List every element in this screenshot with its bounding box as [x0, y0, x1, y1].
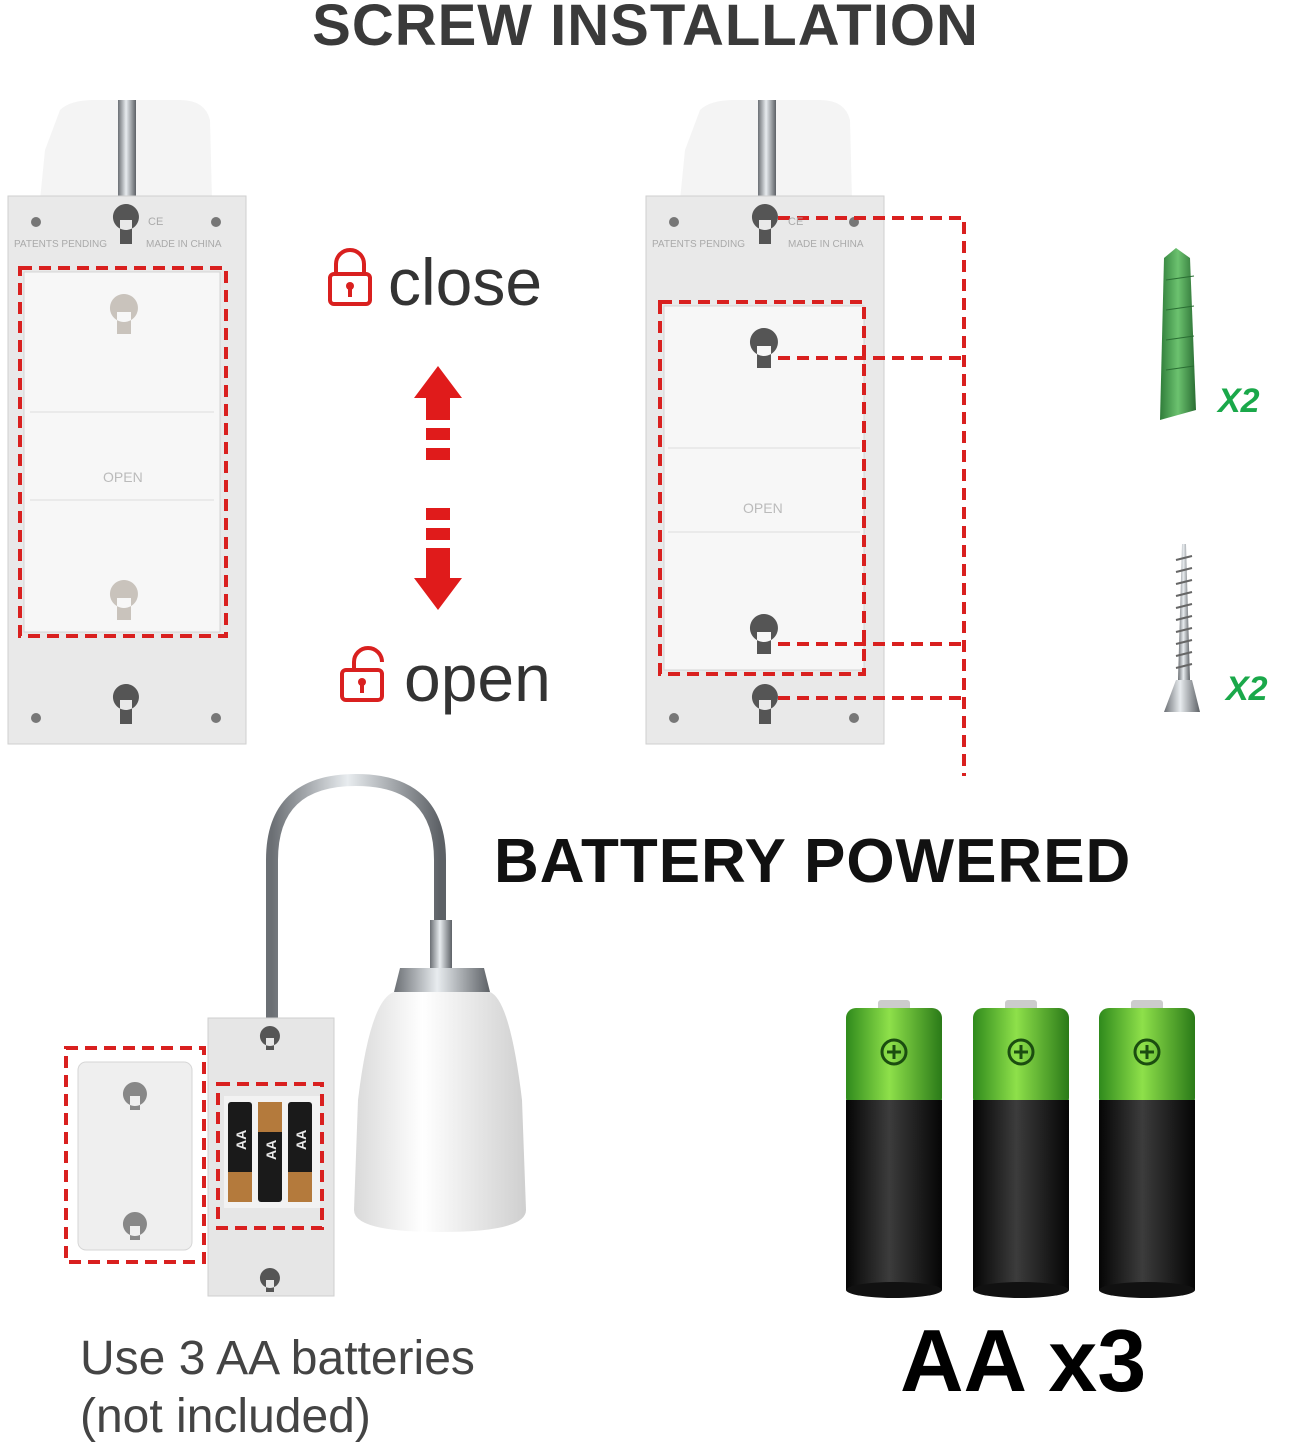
usage-note-line-1: Use 3 AA batteries — [80, 1332, 475, 1385]
plate-patent-text: PATENTS PENDING — [14, 239, 107, 250]
plate-ce-text: CE — [148, 216, 163, 228]
plate-open-text: OPEN — [103, 469, 143, 485]
small-battery — [288, 1102, 312, 1202]
battery-heading: BATTERY POWERED — [494, 827, 1132, 896]
page-title: SCREW INSTALLATION — [312, 0, 979, 58]
usage-note-line-2: (not included) — [80, 1390, 371, 1443]
close-label: close — [388, 245, 543, 319]
wall-anchor-icon — [1160, 248, 1196, 420]
plate2-open-text: OPEN — [743, 500, 783, 516]
lamp-unit — [64, 773, 526, 1297]
small-battery — [228, 1102, 252, 1202]
battery-text-1: AA — [233, 1130, 249, 1150]
plate2-patent-text: PATENTS PENDING — [652, 239, 745, 250]
plate-made-in-text: MADE IN CHINA — [146, 239, 222, 250]
screw-icon — [1164, 544, 1200, 712]
plate2-ce-text: CE — [788, 216, 803, 228]
anchor-count: X2 — [1218, 382, 1260, 420]
mount-plate-closed — [7, 100, 247, 745]
plate2-made-in-text: MADE IN CHINA — [788, 239, 864, 250]
mount-plate-open — [645, 100, 966, 776]
lock-closed-icon — [328, 248, 372, 306]
screw-count: X2 — [1226, 670, 1268, 708]
usage-note: Use 3 AA batteries (not included) — [80, 1330, 475, 1446]
battery-icon — [973, 1000, 1069, 1298]
battery-icon — [1099, 1000, 1195, 1298]
battery-text-3: AA — [293, 1130, 309, 1150]
double-arrow-icon — [414, 366, 462, 610]
battery-text-2: AA — [263, 1140, 279, 1160]
small-battery — [258, 1102, 282, 1202]
aa-count-label: AA x3 — [900, 1311, 1147, 1410]
lock-open-icon — [340, 646, 384, 702]
battery-icon — [846, 1000, 942, 1298]
open-label: open — [404, 641, 551, 715]
